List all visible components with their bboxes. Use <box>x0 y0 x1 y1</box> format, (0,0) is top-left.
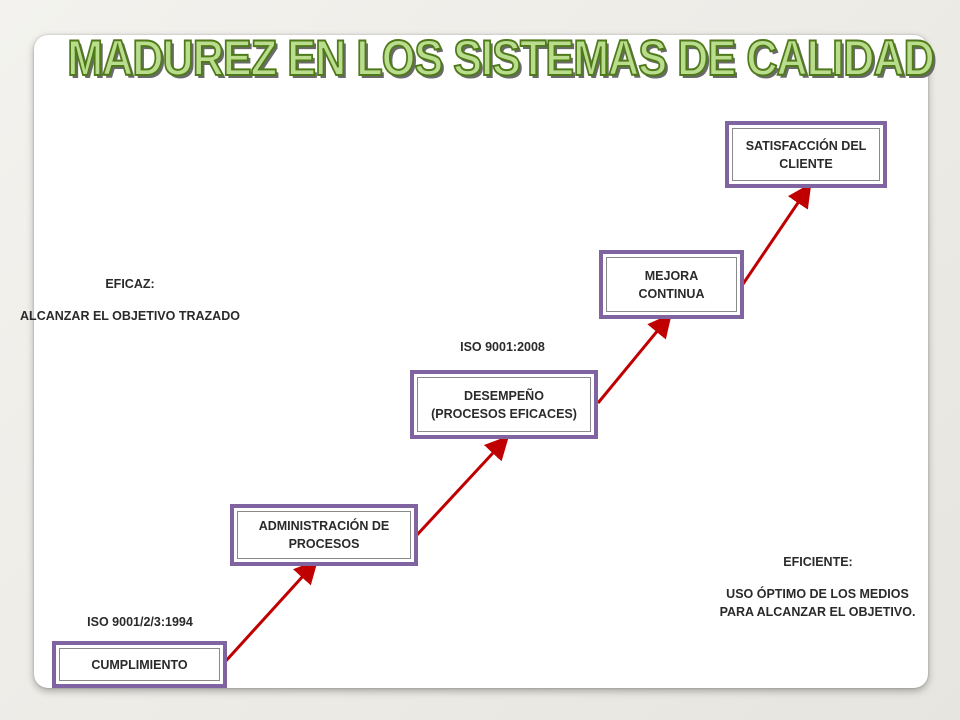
arrow-step-2-to-3 <box>414 435 510 538</box>
arrow-step-1-to-2 <box>222 559 319 665</box>
arrow-step-4-to-5 <box>741 183 812 285</box>
step-mejora-continua-label: MEJORA CONTINUA <box>638 268 705 301</box>
iso-1994-label: ISO 9001/2/3:1994 <box>87 615 193 629</box>
step-satisfaccion-cliente: SATISFACCIÓN DEL CLIENTE <box>725 121 887 188</box>
eficaz-term: EFICAZ: <box>105 277 155 291</box>
step-satisfaccion-cliente-label: SATISFACCIÓN DEL CLIENTE <box>745 138 867 171</box>
step-administracion-procesos: ADMINISTRACIÓN DE PROCESOS <box>230 504 418 566</box>
step-desempeno: DESEMPEÑO (PROCESOS EFICACES) <box>410 370 598 439</box>
arrow-step-3-to-4 <box>596 313 672 404</box>
step-cumplimiento: CUMPLIMIENTO <box>52 641 227 688</box>
eficiente-definition: USO ÓPTIMO DE LOS MEDIOS PARA ALCANZAR E… <box>719 587 916 619</box>
step-mejora-continua: MEJORA CONTINUA <box>599 250 744 319</box>
iso-2008-label: ISO 9001:2008 <box>460 340 545 354</box>
step-desempeno-label: DESEMPEÑO (PROCESOS EFICACES) <box>431 388 577 421</box>
step-cumplimiento-label: CUMPLIMIENTO <box>91 657 188 672</box>
eficiente-term: EFICIENTE: <box>783 555 853 569</box>
slide-title: MADUREZ EN LOS SISTEMAS DE CALIDAD <box>66 29 935 87</box>
eficaz-definition: ALCANZAR EL OBJETIVO TRAZADO <box>20 309 240 323</box>
step-administracion-procesos-label: ADMINISTRACIÓN DE PROCESOS <box>258 519 390 551</box>
